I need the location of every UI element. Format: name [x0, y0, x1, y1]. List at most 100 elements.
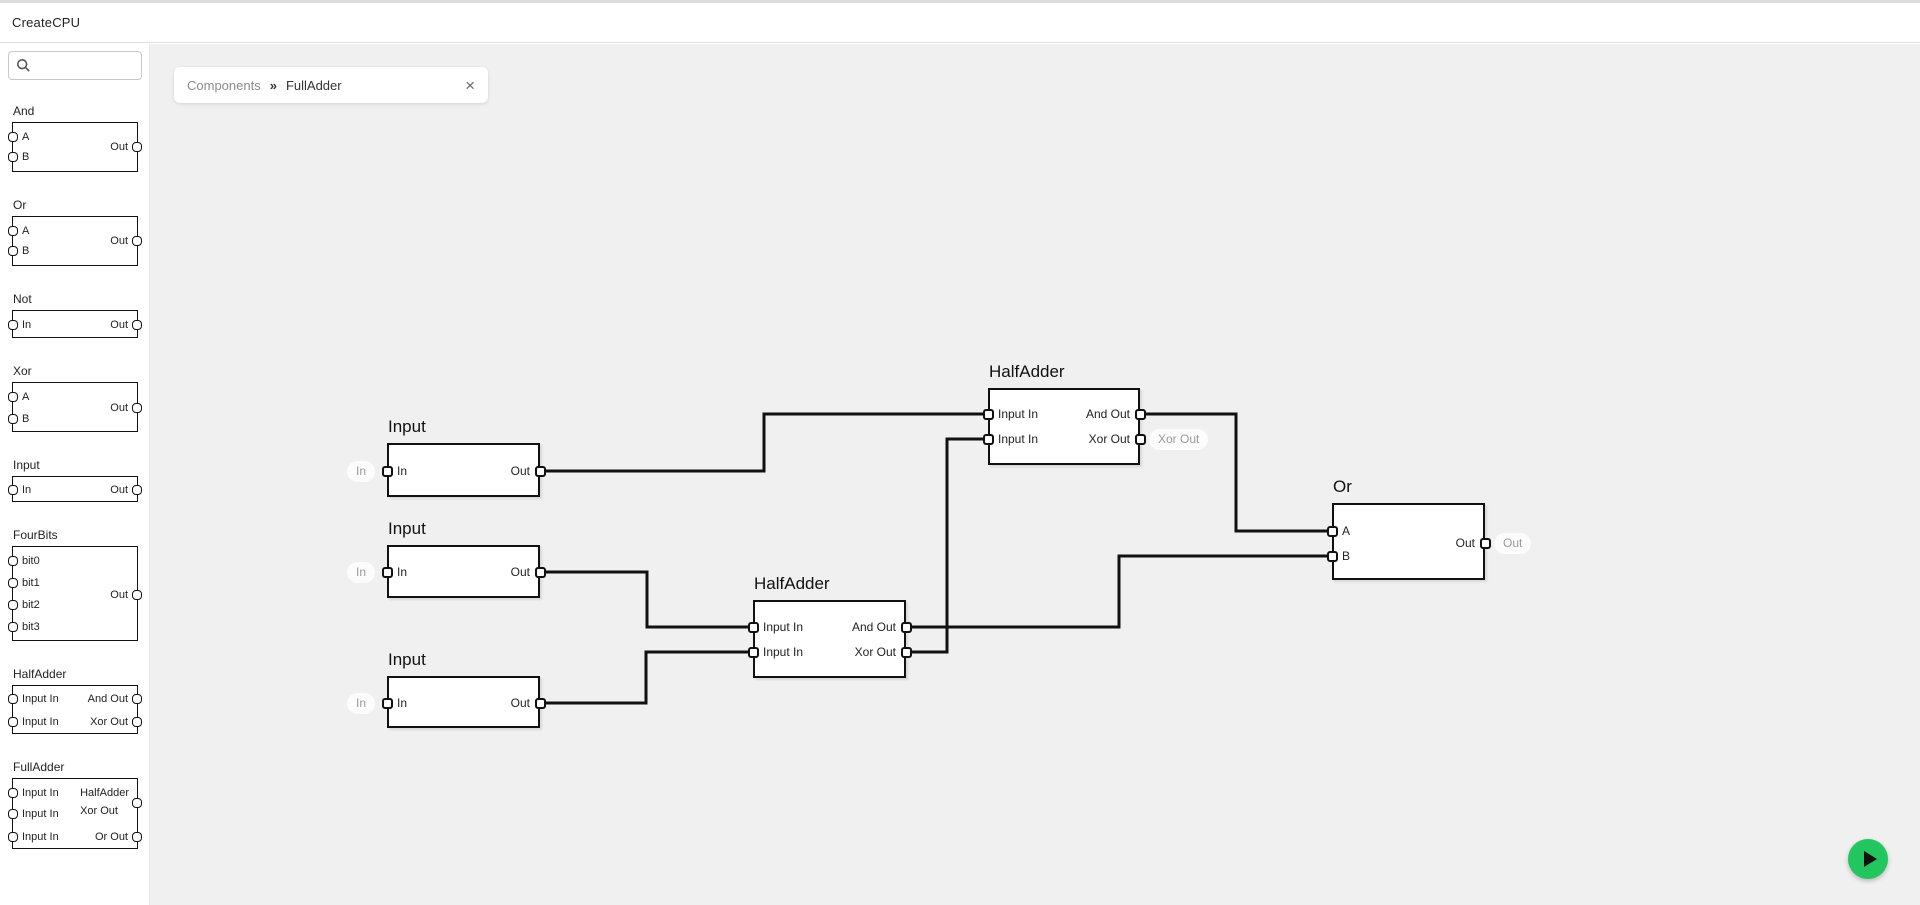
- output-port[interactable]: [132, 694, 142, 704]
- node-input-1[interactable]: [387, 443, 540, 497]
- output-port[interactable]: [1134, 408, 1146, 420]
- tab-title: FullAdder: [285, 77, 342, 93]
- input-port[interactable]: [381, 465, 393, 477]
- port-label: bit1: [22, 577, 40, 589]
- node-or-1[interactable]: [1332, 503, 1485, 580]
- port-label: Input In: [22, 787, 59, 799]
- input-port[interactable]: [1326, 525, 1338, 537]
- input-port[interactable]: [1326, 550, 1338, 562]
- node-halfadder-2[interactable]: [753, 600, 906, 678]
- input-port[interactable]: [8, 556, 18, 566]
- input-port[interactable]: [8, 414, 18, 424]
- input-port[interactable]: [8, 485, 18, 495]
- wire: [906, 437, 988, 654]
- node-title: Input: [388, 519, 426, 538]
- input-port[interactable]: [8, 246, 18, 256]
- port-label: B: [1342, 549, 1351, 563]
- node-title: HalfAdder: [989, 362, 1065, 381]
- port-label: bit0: [22, 555, 40, 567]
- input-port[interactable]: [8, 600, 18, 610]
- input-port[interactable]: [8, 320, 18, 330]
- port-label: Input In: [22, 831, 59, 843]
- search-icon: [16, 58, 30, 72]
- port-label: A: [22, 391, 30, 403]
- node-title: Input: [388, 650, 426, 669]
- output-port[interactable]: [1134, 433, 1146, 445]
- output-port[interactable]: [132, 236, 142, 246]
- output-port[interactable]: [132, 142, 142, 152]
- input-port[interactable]: [8, 694, 18, 704]
- unconnected-port-pill: Out: [1494, 532, 1532, 554]
- port-label: Out: [110, 589, 128, 601]
- input-port[interactable]: [8, 809, 18, 819]
- output-port[interactable]: [534, 697, 546, 709]
- output-port[interactable]: [132, 717, 142, 727]
- input-port[interactable]: [8, 717, 18, 727]
- node-input-3[interactable]: [387, 676, 540, 728]
- input-port[interactable]: [747, 646, 759, 658]
- breadcrumb-components[interactable]: Components: [187, 77, 261, 93]
- port-label: Out: [110, 319, 128, 331]
- input-port[interactable]: [8, 622, 18, 632]
- tab-fulladder[interactable]: Components » FullAdder ×: [174, 67, 488, 103]
- port-label: Input In: [998, 407, 1039, 421]
- output-port[interactable]: [132, 320, 142, 330]
- node-halfadder-1[interactable]: [988, 388, 1140, 465]
- input-port[interactable]: [381, 566, 393, 578]
- output-port[interactable]: [132, 590, 142, 600]
- palette-item-label: Input: [13, 458, 40, 472]
- input-port[interactable]: [8, 226, 18, 236]
- wire: [906, 554, 1332, 629]
- output-port[interactable]: [534, 465, 546, 477]
- input-port[interactable]: [8, 152, 18, 162]
- play-button[interactable]: [1848, 839, 1888, 879]
- port-label: Out: [110, 141, 128, 153]
- wire: [541, 650, 753, 705]
- port-label: B: [22, 245, 30, 257]
- output-port[interactable]: [132, 403, 142, 413]
- input-port[interactable]: [8, 788, 18, 798]
- input-port[interactable]: [982, 433, 994, 445]
- search-input[interactable]: [35, 53, 135, 78]
- port-label: Out: [510, 464, 530, 478]
- input-port[interactable]: [381, 697, 393, 709]
- node-title: HalfAdder: [754, 574, 830, 593]
- window-top-edge: [0, 0, 1920, 3]
- output-port[interactable]: [534, 566, 546, 578]
- search-box[interactable]: [8, 51, 142, 80]
- output-port[interactable]: [132, 798, 142, 808]
- input-port[interactable]: [982, 408, 994, 420]
- close-icon[interactable]: ×: [465, 75, 475, 95]
- output-port[interactable]: [900, 646, 912, 658]
- node-title: Input: [388, 417, 426, 436]
- port-label: Input In: [763, 620, 804, 634]
- port-label: bit3: [22, 621, 40, 633]
- output-port[interactable]: [900, 621, 912, 633]
- input-port[interactable]: [8, 132, 18, 142]
- output-port[interactable]: [132, 832, 142, 842]
- input-port[interactable]: [747, 621, 759, 633]
- output-port[interactable]: [132, 485, 142, 495]
- input-port[interactable]: [8, 832, 18, 842]
- palette-item-label: HalfAdder: [13, 667, 67, 681]
- input-port[interactable]: [8, 392, 18, 402]
- input-port[interactable]: [8, 578, 18, 588]
- output-port[interactable]: [1479, 537, 1491, 549]
- unconnected-port-pill: In: [346, 460, 375, 482]
